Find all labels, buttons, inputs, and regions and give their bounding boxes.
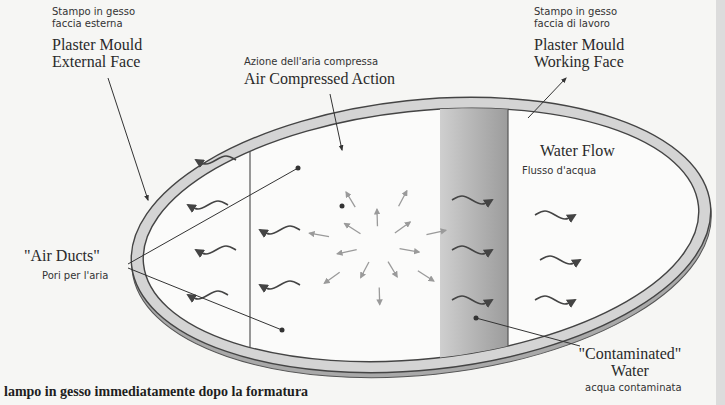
leader-line xyxy=(128,268,282,330)
air-arrow xyxy=(324,272,339,283)
leader-line xyxy=(128,168,298,264)
label-italian: Azione dell'aria compressa xyxy=(244,56,444,68)
duct-dot xyxy=(296,166,301,171)
mould-working-face xyxy=(131,83,712,388)
water-arrow xyxy=(188,201,228,209)
label-english: Plaster Mould External Face xyxy=(52,36,170,70)
air-arrow xyxy=(346,192,355,207)
label-italian: Stampo in gesso faccia esterna xyxy=(52,6,142,30)
water-arrow xyxy=(452,246,492,254)
leader-line xyxy=(330,94,342,150)
mould-outer-face xyxy=(117,70,724,399)
label-english: Water Flow xyxy=(540,142,650,159)
air-arrow xyxy=(399,191,407,206)
water-arrow xyxy=(540,256,580,264)
column-edge xyxy=(507,80,508,400)
flow-arrows xyxy=(188,156,580,304)
water-arrow xyxy=(452,296,492,304)
label-english: "Air Ducts" xyxy=(24,247,124,264)
water-arrow xyxy=(535,296,575,304)
duct-dot xyxy=(280,328,285,333)
air-arrow xyxy=(337,250,356,254)
caption: lampo in gesso immediatamente dopo la fo… xyxy=(4,384,308,400)
water-dot xyxy=(474,316,479,321)
air-dot xyxy=(340,204,345,209)
leader-line xyxy=(528,78,566,118)
air-arrow xyxy=(361,262,369,277)
air-arrow xyxy=(400,249,420,252)
label-english: Air Compressed Action xyxy=(244,70,464,87)
leader-line xyxy=(108,78,148,200)
water-column xyxy=(440,80,508,400)
water-arrow xyxy=(535,211,575,219)
air-arrow xyxy=(388,262,397,277)
leader-line xyxy=(476,318,580,346)
water-arrow xyxy=(260,226,300,234)
air-arrow xyxy=(418,271,434,281)
air-arrow xyxy=(426,230,445,234)
label-italian: acqua contaminata xyxy=(585,382,695,394)
air-arrow xyxy=(379,287,381,304)
air-arrow xyxy=(376,209,378,226)
air-arrow xyxy=(309,233,329,236)
scan-edge xyxy=(716,0,725,405)
label-english: Plaster Mould Working Face xyxy=(534,36,659,70)
air-arrow xyxy=(395,222,410,233)
label-italian: Stampo in gesso faccia di lavoro xyxy=(534,6,624,30)
water-arrow xyxy=(196,156,236,164)
air-arrow xyxy=(345,223,361,233)
water-arrow xyxy=(196,246,236,254)
label-english: "Contaminated" Water xyxy=(570,345,690,379)
wall-line xyxy=(249,80,250,400)
label-italian: Flusso d'acqua xyxy=(522,165,622,177)
water-arrow xyxy=(260,281,300,289)
water-arrow xyxy=(452,196,492,204)
label-italian: Pori per l'aria xyxy=(42,270,142,282)
ring-shadow xyxy=(118,75,725,404)
